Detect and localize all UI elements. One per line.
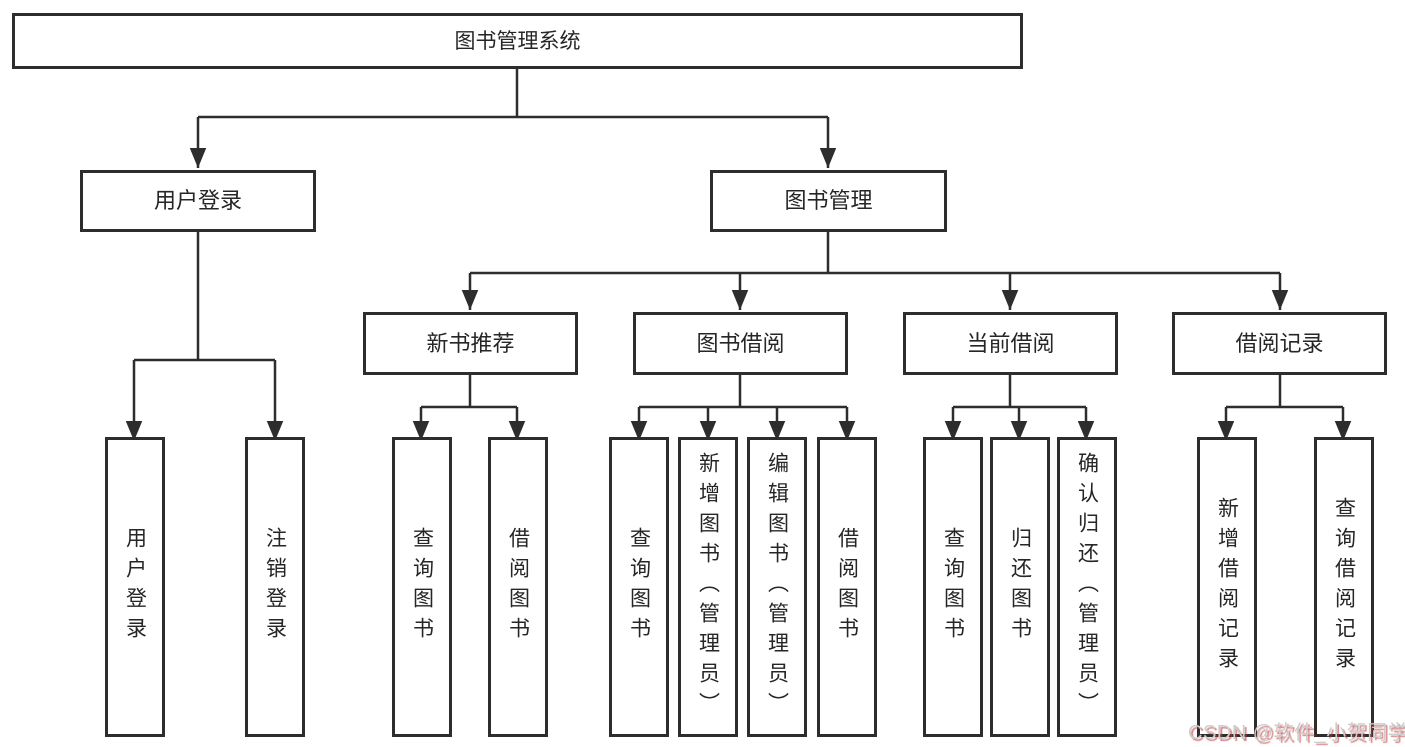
leaf-add-borrow-record: 新增借阅记录 <box>1197 437 1257 737</box>
leaf-confirm-return-admin: 确认归还（管理员） <box>1057 437 1117 737</box>
connector-book-borrow <box>630 375 856 441</box>
leaf-query-books-borrow: 查询图书 <box>609 437 669 737</box>
leaf-borrow-books-rec: 借阅图书 <box>488 437 548 737</box>
node-new-book-rec: 新书推荐 <box>363 312 578 375</box>
csdn-watermark: CSDN @软件_小贺同学 <box>1188 722 1405 744</box>
node-book-borrow: 图书借阅 <box>633 312 848 375</box>
node-book-mgmt: 图书管理 <box>710 170 947 232</box>
connector-user-login <box>125 232 284 441</box>
leaf-query-books-rec: 查询图书 <box>392 437 452 737</box>
leaf-user-login: 用户登录 <box>105 437 165 737</box>
connector-book-mgmt <box>461 232 1289 310</box>
leaf-borrow-books: 借阅图书 <box>817 437 877 737</box>
leaf-query-borrow-record: 查询借阅记录 <box>1314 437 1374 737</box>
leaf-return-books: 归还图书 <box>990 437 1050 737</box>
connector-borrow-records <box>1217 375 1352 441</box>
connector-current-borrow <box>944 375 1095 441</box>
leaf-add-books-admin: 新增图书（管理员） <box>678 437 738 737</box>
node-user-login: 用户登录 <box>80 170 316 232</box>
connector-new-book-rec <box>412 375 526 441</box>
leaf-logout: 注销登录 <box>245 437 305 737</box>
node-borrow-records: 借阅记录 <box>1172 312 1387 375</box>
node-root-system: 图书管理系统 <box>12 13 1023 69</box>
leaf-edit-books-admin: 编辑图书（管理员） <box>747 437 807 737</box>
leaf-query-books-current: 查询图书 <box>923 437 983 737</box>
connector-root <box>189 69 837 168</box>
node-current-borrow: 当前借阅 <box>903 312 1118 375</box>
